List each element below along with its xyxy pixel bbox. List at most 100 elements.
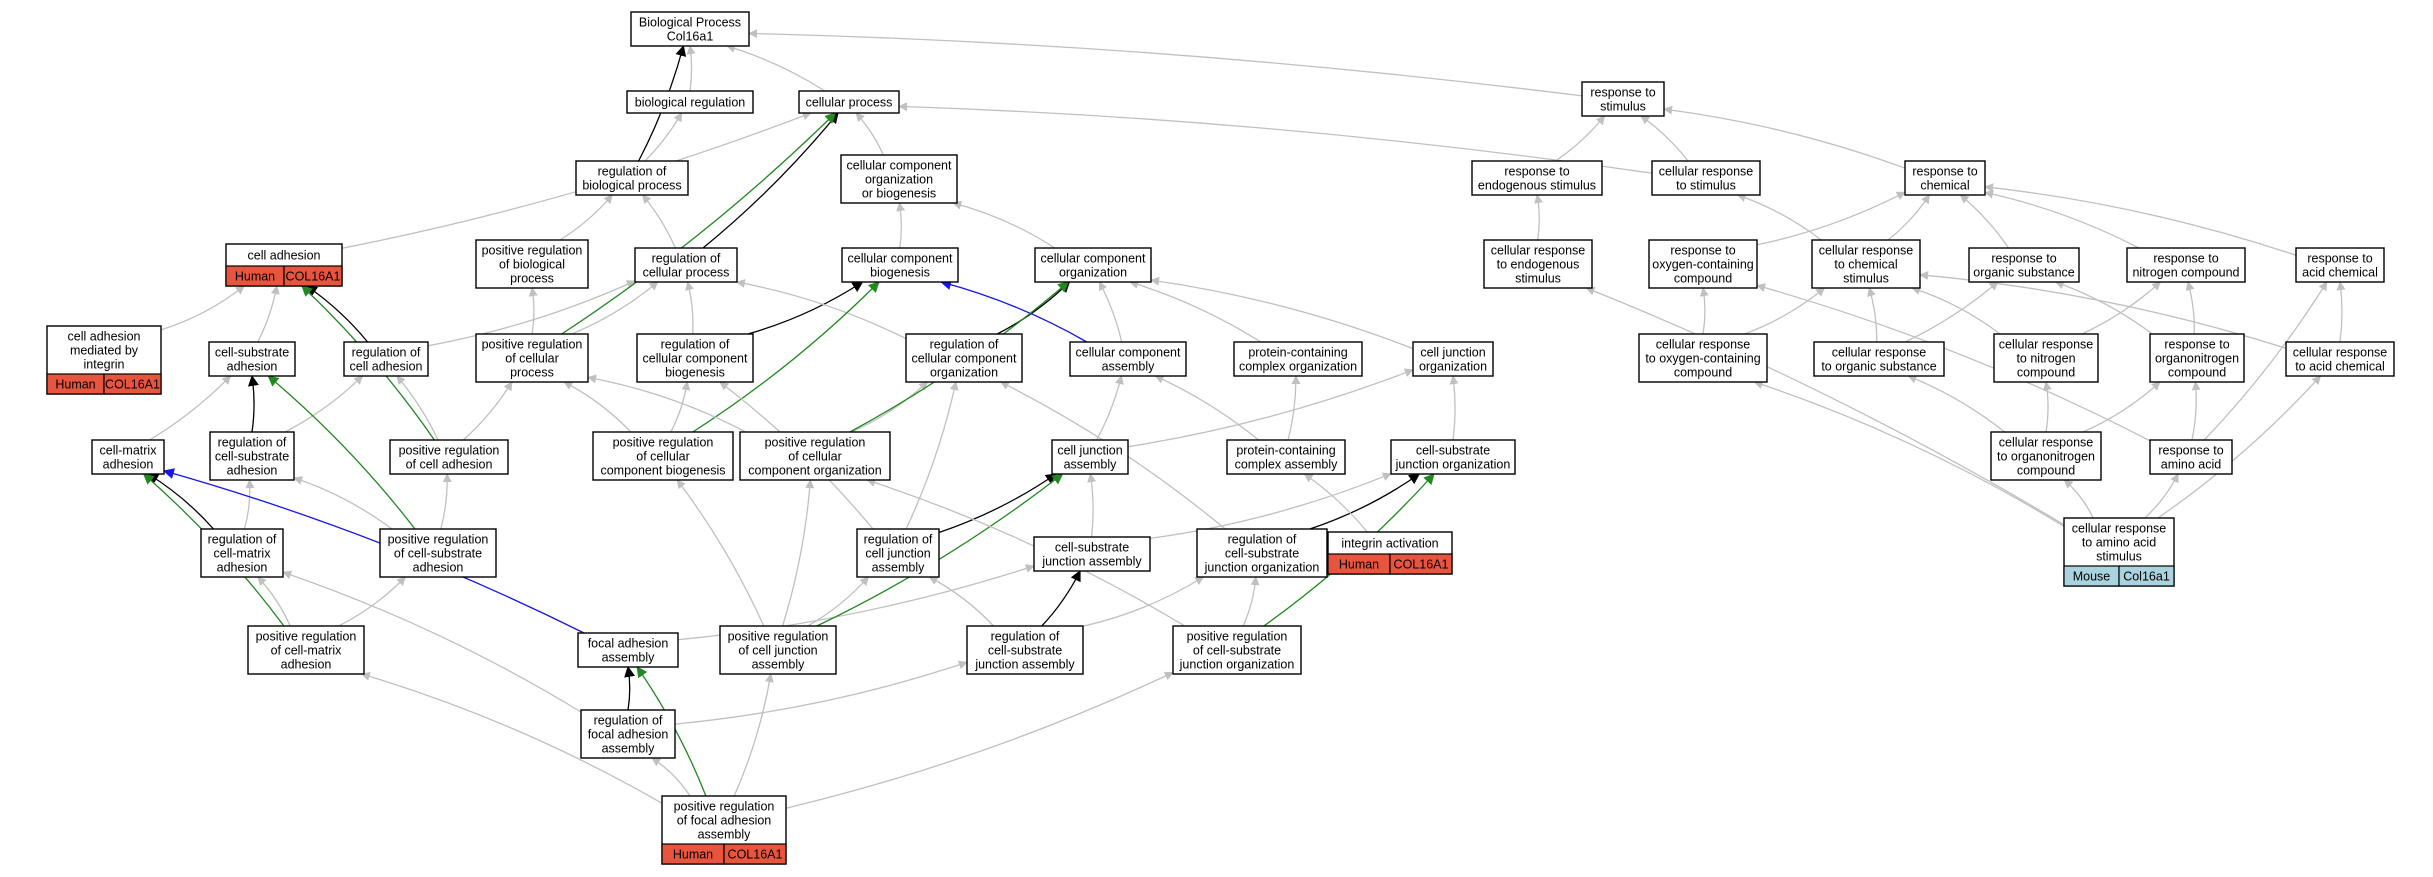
node-label-line: protein-containing [1236, 444, 1335, 458]
node-label-line: Biological Process [639, 16, 741, 30]
node-box [1904, 160, 1986, 196]
edge-default [257, 576, 291, 627]
node-label-line: biological regulation [635, 96, 746, 110]
edge-default [674, 660, 968, 725]
node-label-line: cell adhesion [350, 360, 423, 374]
node-box [1648, 239, 1758, 289]
node-box [580, 709, 676, 759]
go-term-node[interactable]: cellular process [798, 90, 900, 114]
node-box [1581, 81, 1665, 117]
edge-default [243, 479, 255, 530]
edge-default [1867, 287, 1878, 343]
node-box [475, 333, 589, 383]
node-label-line: cell-matrix [100, 444, 158, 458]
node-box [2295, 247, 2385, 283]
node-label-line: of cell-matrix [271, 644, 343, 658]
node-label-line: cell-substrate [988, 644, 1062, 658]
node-label-line: cell adhesion [68, 330, 141, 344]
edge-default [866, 478, 1186, 627]
go-term-node[interactable]: biological regulation [626, 90, 754, 114]
node-box [905, 333, 1023, 383]
edge-blue [162, 468, 585, 634]
node-label-line: cellular process [806, 96, 893, 110]
node-label-line: positive regulation [728, 630, 829, 644]
node-label-line: to oxygen-containing [1645, 352, 1760, 366]
node-label-line: cell-substrate [215, 450, 289, 464]
node-box [208, 341, 296, 377]
human-annotation-label: Human [673, 848, 713, 862]
edge-default [1534, 194, 1544, 241]
node-label-line: positive regulation [1187, 630, 1288, 644]
edge-black [624, 665, 636, 711]
node-label-line: positive regulation [388, 533, 489, 547]
edge-default [748, 29, 1583, 97]
edge-default [1887, 194, 1930, 241]
edge-default [2203, 281, 2328, 441]
node-label-line: chemical [1920, 179, 1969, 193]
node-label-line: mediated by [70, 344, 139, 358]
node-box [626, 90, 754, 114]
node-box [856, 528, 940, 578]
human-annotation-label: Human [235, 270, 275, 284]
edge-default [1150, 276, 1414, 350]
edge-default [1129, 280, 1262, 343]
edge-default [781, 479, 815, 627]
